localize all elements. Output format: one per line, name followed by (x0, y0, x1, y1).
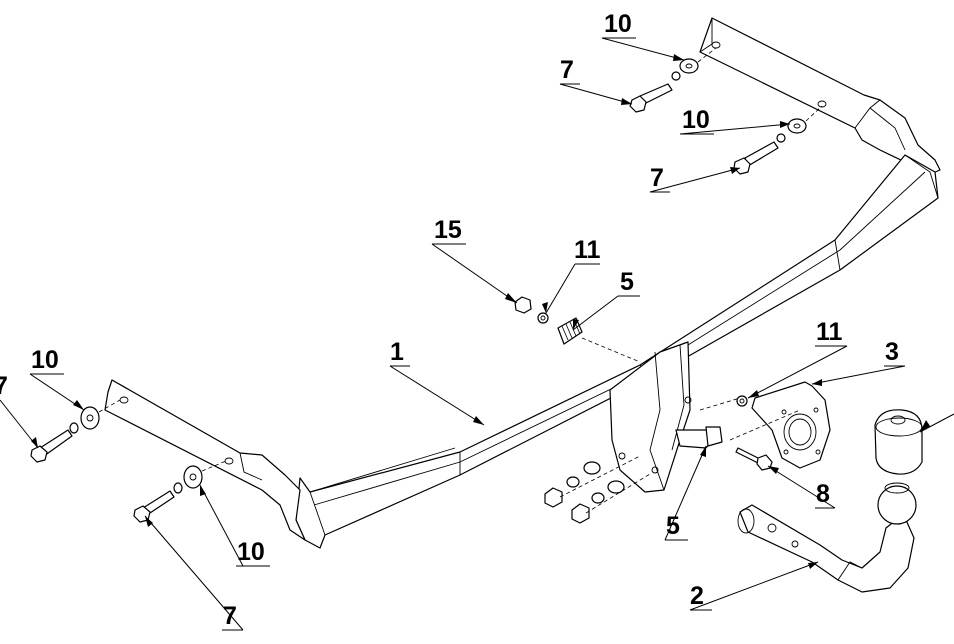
leader-arrowheads (31, 54, 930, 569)
callout-low-washer: 10 (237, 538, 265, 566)
callout-low-bolt: 7 (223, 602, 237, 630)
callout-left-washer: 10 (31, 346, 59, 374)
callout-mid-bolt: 7 (650, 164, 664, 192)
middle-fastener-set (733, 105, 823, 175)
socket-plate (699, 381, 831, 469)
tow-ball-neck (737, 482, 917, 593)
left-mounting-arm (104, 379, 306, 541)
left-fastener-set (30, 399, 121, 463)
right-mounting-arm (699, 17, 941, 176)
upper-fastener-set (629, 47, 717, 113)
socket-screw (735, 447, 773, 471)
callout-top-washer: 10 (604, 10, 632, 38)
callout-washer-top: 11 (574, 236, 601, 264)
ball-cover (874, 409, 923, 475)
callout-top-bolt: 7 (560, 56, 574, 84)
lower-left-fastener-set (133, 460, 227, 523)
callout-washer-right: 11 (816, 318, 843, 346)
callout-tow-ball: 2 (690, 582, 704, 610)
callout-labels: 10 7 10 7 15 11 5 1 11 3 10 7 5 8 10 7 2 (0, 10, 899, 630)
leader-lines (0, 37, 954, 631)
top-center-fasteners (514, 296, 641, 363)
callout-socket-plate: 3 (885, 338, 899, 366)
bracket-bolt (675, 426, 723, 449)
callout-spring-washer-top: 5 (620, 268, 634, 296)
callout-left-bolt: 7 (0, 372, 8, 400)
callout-bracket-bolt: 5 (666, 512, 680, 540)
callout-nut: 15 (434, 216, 462, 244)
socket-washer (736, 395, 748, 407)
lower-fasteners (544, 455, 651, 524)
callout-main-beam: 1 (390, 338, 404, 366)
ball-mount-bracket (609, 341, 692, 493)
callout-mid-washer: 10 (682, 106, 710, 134)
callout-screw: 8 (816, 480, 830, 508)
